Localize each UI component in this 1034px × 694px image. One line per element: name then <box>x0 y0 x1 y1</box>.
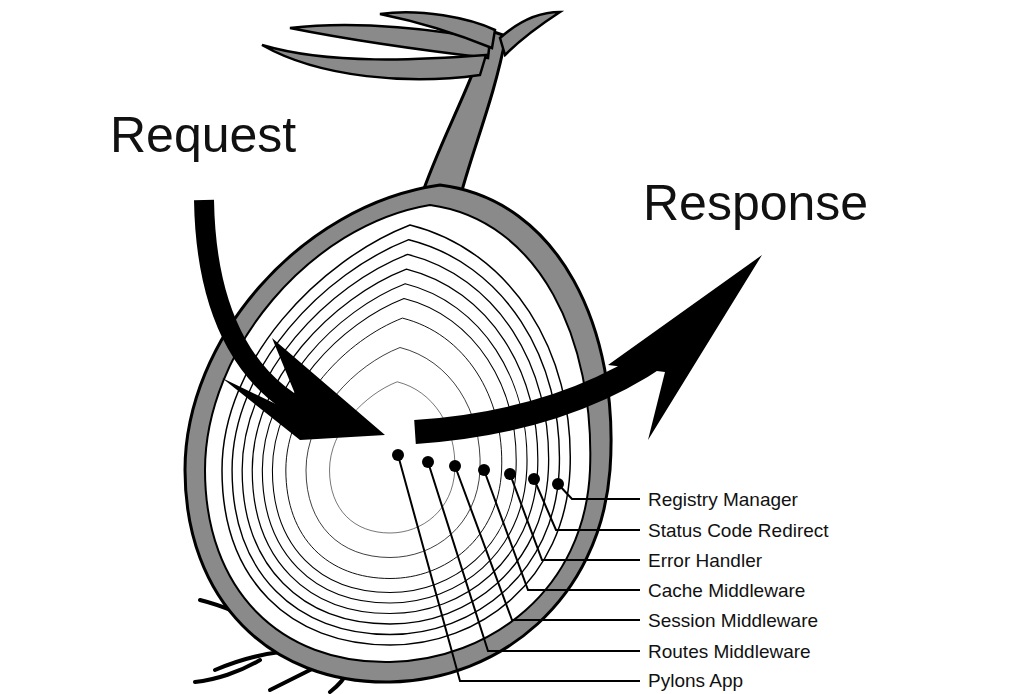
layer-label: Error Handler <box>648 550 762 571</box>
flow-label: Response <box>643 175 868 231</box>
layer-label-box: Cache Middleware <box>648 579 805 602</box>
layer-label-box: Error Handler <box>648 549 762 572</box>
onion-layers <box>222 225 570 645</box>
flow-label-box: Response <box>643 173 868 233</box>
layer-label-box: Pylons App <box>648 669 743 692</box>
layer-label-box: Status Code Redirect <box>648 519 829 542</box>
onion-leaf <box>380 12 495 48</box>
onion-flesh <box>205 205 590 662</box>
layer-label-box: Routes Middleware <box>648 640 811 663</box>
onion-leaf <box>500 12 560 55</box>
layer-label-box: Session Middleware <box>648 609 818 632</box>
leader-lines <box>398 455 640 681</box>
response-arrowhead <box>608 255 762 440</box>
layer-label: Routes Middleware <box>648 641 811 662</box>
layer-label: Status Code Redirect <box>648 520 829 541</box>
layer-label: Pylons App <box>648 670 743 691</box>
onion-leaf <box>262 45 486 79</box>
request-arrowhead <box>222 338 385 440</box>
layer-label-box: Registry Manager <box>648 488 798 511</box>
layer-label: Registry Manager <box>648 489 798 510</box>
layer-label: Session Middleware <box>648 610 818 631</box>
flow-label: Request <box>110 107 296 163</box>
flow-label-box: Request <box>110 105 296 165</box>
layer-label: Cache Middleware <box>648 580 805 601</box>
onion-skin <box>185 185 611 682</box>
layer-dots <box>392 449 564 490</box>
